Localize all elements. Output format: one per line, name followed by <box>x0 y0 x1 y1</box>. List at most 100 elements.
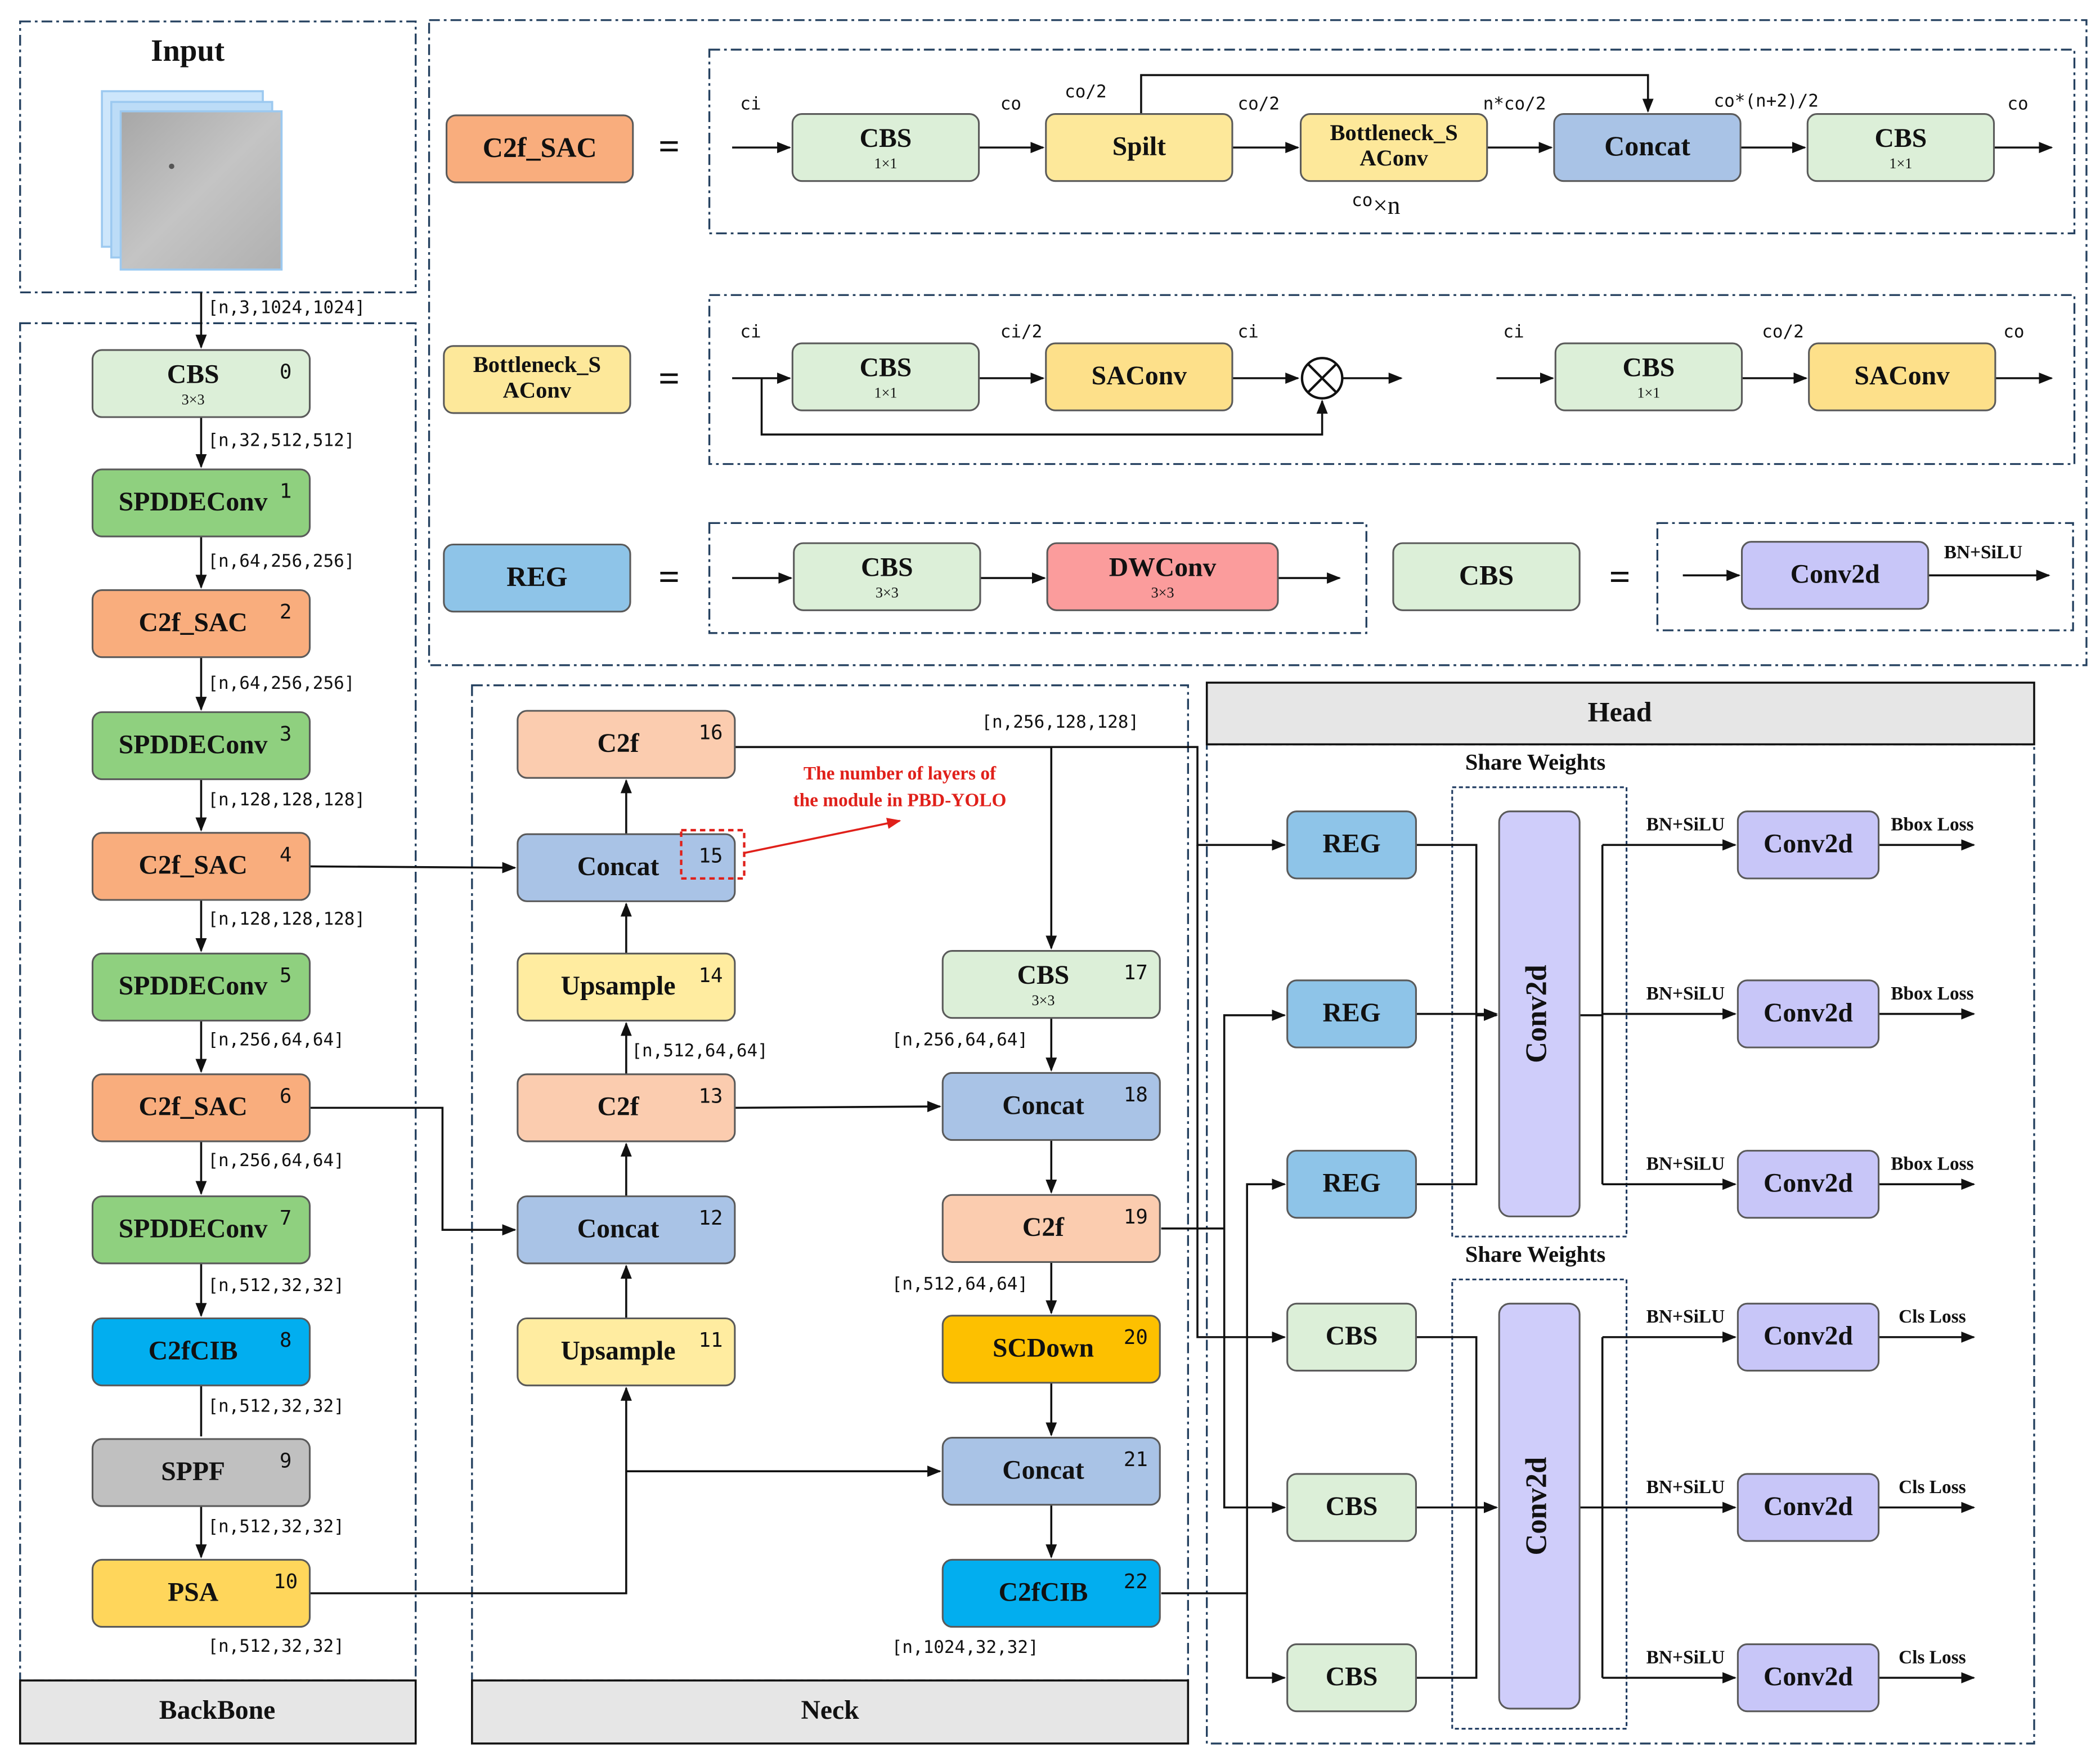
annotation-line-2: the module in PBD-YOLO <box>793 790 1006 811</box>
backbone-layer-3-label: SPDDEConv <box>119 730 268 759</box>
neck-layer-11-label: Upsample <box>561 1336 676 1365</box>
c2fcib22-to-cbs2 <box>1246 1593 1286 1684</box>
neck-shape-c2fcib22: [n,1024,32,32] <box>892 1637 1039 1657</box>
backbone-layer-5-index: 5 <box>280 964 292 987</box>
head-reg-0-label: REG <box>1322 830 1380 859</box>
legend-eq-reg: = <box>658 557 680 598</box>
neck-layer-15-label: Concat <box>577 852 659 881</box>
c2f19-to-cbs1 <box>1223 1228 1286 1513</box>
neck-shape-c2f19: [n,512,64,64] <box>892 1274 1028 1294</box>
neck-layer-14: Upsample 14 <box>517 952 736 1022</box>
legend-frame <box>428 19 2088 666</box>
backbone-shape-0: [n,3,1024,1024] <box>208 298 365 318</box>
legend-eq-bottleneck: = <box>658 358 680 399</box>
head-cbs-0: CBS <box>1286 1302 1417 1372</box>
backbone-shape-9: [n,512,32,32] <box>208 1396 344 1416</box>
backbone-layer-7-label: SPDDEConv <box>119 1215 268 1244</box>
backbone-layer-7-index: 7 <box>280 1207 292 1230</box>
backbone-shape-11: [n,512,32,32] <box>208 1636 344 1656</box>
neck-layer-18-label: Concat <box>1002 1091 1084 1120</box>
legend-cbs-name: CBS <box>1392 542 1581 611</box>
head-reg-2-label: REG <box>1322 1169 1380 1198</box>
share-weights-frame-reg <box>1451 786 1628 1238</box>
legend-cbs-conv: Conv2d <box>1740 541 1930 610</box>
head-cbs-2: CBS <box>1286 1643 1417 1713</box>
head-loss-4: Cls Loss <box>1899 1477 1966 1498</box>
backbone-layer-6-index: 6 <box>280 1085 292 1108</box>
neck-layer-21-index: 21 <box>1124 1448 1148 1471</box>
backbone-layer-10-index: 10 <box>273 1570 298 1593</box>
legend-c2f-sac-name-label: C2f_SAC <box>483 131 597 163</box>
c2f-sac-t-co2a: co/2 <box>1065 82 1107 102</box>
neck-title-bar: Neck <box>471 1679 1190 1745</box>
legend-c2f-sac-cbs-out-kernel: 1×1 <box>1889 155 1912 172</box>
backbone-layer-1-index: 1 <box>280 480 292 503</box>
legend-cbs-conv-label: Conv2d <box>1791 560 1880 589</box>
c2fcib22-to-reg2 <box>1161 1179 1286 1594</box>
legend-c2f-sac-concat-label: Concat <box>1604 130 1690 162</box>
c2f-sac-def-frame <box>708 48 2076 235</box>
legend-bottleneck-saconv-label: SAConv <box>1092 361 1187 391</box>
c2f-sac-t-nco2: n*co/2 <box>1483 93 1546 114</box>
legend-bottleneck-alt-saconv: SAConv <box>1808 342 1996 411</box>
backbone-layer-0-label: CBS <box>167 360 219 389</box>
c2f16-to-reg0 <box>734 746 1286 851</box>
head-out-conv2d-1: Conv2d <box>1736 979 1880 1048</box>
c2f-sac-t-ci: ci <box>740 93 761 114</box>
legend-c2f-sac-split-label: Spilt <box>1112 132 1166 161</box>
shared-conv2d-label-0: Conv2d <box>1520 965 1553 1063</box>
backbone-shape-4: [n,128,128,128] <box>208 790 365 810</box>
backbone-shape-8: [n,512,32,32] <box>208 1275 344 1296</box>
backbone-layer-1: SPDDEConv 1 <box>91 468 311 537</box>
head-act-1: BN+SiLU <box>1646 983 1725 1004</box>
legend-c2f-sac-cbs-out-label: CBS <box>1875 124 1927 153</box>
backbone-shape-6: [n,256,64,64] <box>208 1030 344 1050</box>
head-cbs-1: CBS <box>1286 1473 1417 1542</box>
c2f16-to-cbs0 <box>1196 845 1286 1343</box>
neck-layer-14-index: 14 <box>698 964 723 987</box>
neck-layer-15: Concat 15 <box>517 833 736 902</box>
neck-layer-14-label: Upsample <box>561 971 676 1001</box>
neck-layer-18-index: 18 <box>1124 1083 1148 1106</box>
backbone-shape-1: [n,32,512,512] <box>208 431 355 451</box>
backbone-layer-2-label: C2f_SAC <box>139 608 248 637</box>
head-title: Head <box>1588 696 1652 728</box>
head-loss-1: Bbox Loss <box>1891 983 1973 1004</box>
head-out-conv2d-1-label: Conv2d <box>1764 998 1853 1028</box>
legend-reg-cbs-label: CBS <box>861 553 913 582</box>
neck-layer-13-index: 13 <box>698 1085 723 1108</box>
neck-layer-16-index: 16 <box>698 722 723 745</box>
head-out-conv2d-0: Conv2d <box>1736 810 1880 880</box>
backbone-shape-7: [n,256,64,64] <box>208 1150 344 1171</box>
backbone-frame <box>19 322 417 1682</box>
c2f-sac-skip <box>1140 74 1654 114</box>
multiply-icon-cross <box>1306 362 1338 394</box>
head-act-0: BN+SiLU <box>1646 814 1725 835</box>
backbone-layer-4-label: C2f_SAC <box>139 851 248 880</box>
c2f-sac-t-times-co: co <box>1352 190 1372 210</box>
backbone-layer-1-label: SPDDEConv <box>119 487 268 517</box>
reg-to-shared-2 <box>1416 1009 1498 1185</box>
c2f19-to-reg1 <box>1161 1009 1286 1230</box>
head-reg-1: REG <box>1286 979 1417 1048</box>
legend-bottleneck-alt-cbs-kernel: 1×1 <box>1637 385 1660 401</box>
backbone-layer-0-index: 0 <box>280 360 292 383</box>
backbone-layer-0-kernel: 3×3 <box>182 392 205 408</box>
head-out-conv2d-0-label: Conv2d <box>1764 830 1853 859</box>
layer-index-highlight <box>680 828 746 880</box>
neck-layer-15-index: 15 <box>698 845 723 868</box>
head-frame <box>1206 743 2035 1745</box>
